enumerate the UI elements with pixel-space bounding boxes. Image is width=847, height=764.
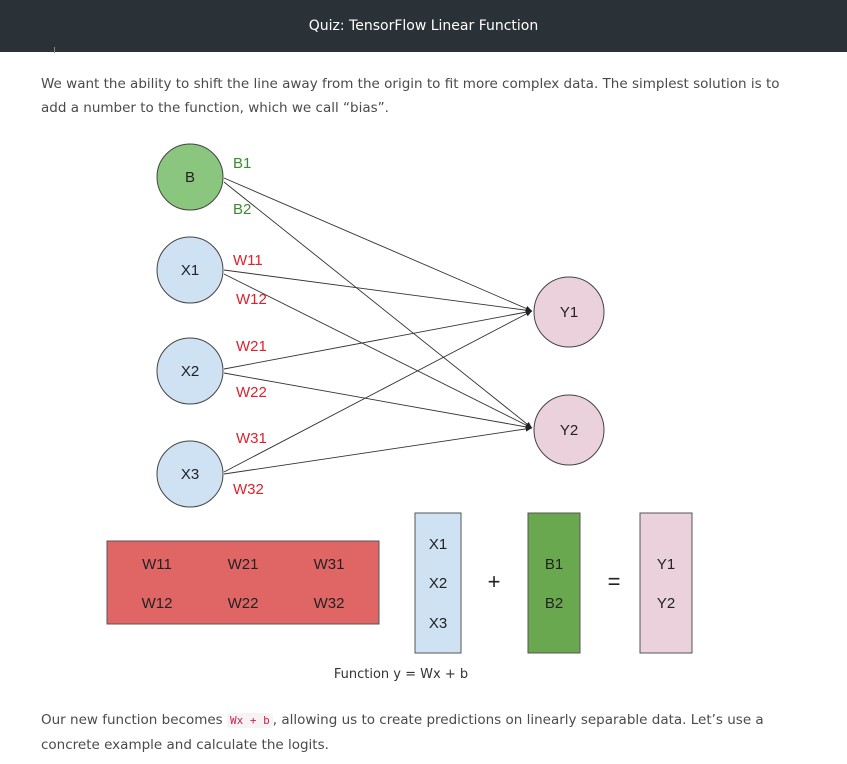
weight-label-w11: W11 xyxy=(233,252,263,269)
edge-x2-y2 xyxy=(223,372,533,430)
matrix-cell-w12: W12 xyxy=(142,595,173,612)
input-node-x3-label: X3 xyxy=(181,466,199,483)
top-bar: Quiz: TensorFlow Linear Function xyxy=(0,0,847,52)
edge-b-y1 xyxy=(223,177,533,312)
x-vector xyxy=(414,512,462,654)
outro-text-before: Our new function becomes xyxy=(41,712,227,728)
weight-label-w32: W32 xyxy=(233,481,264,498)
connections xyxy=(223,177,533,475)
outro-text-after: , allowing us to create predictions on l… xyxy=(41,712,764,753)
weight-label-w12: W12 xyxy=(236,291,267,308)
divider-tick xyxy=(54,47,55,53)
page-title: Quiz: TensorFlow Linear Function xyxy=(308,18,539,34)
bias-label-b1: B1 xyxy=(233,155,251,172)
b-vector-b2: B2 xyxy=(545,595,563,612)
outro-paragraph: Our new function becomes Wx + b, allowin… xyxy=(41,708,781,757)
y-vector-y1: Y1 xyxy=(657,556,675,573)
weight-label-w22: W22 xyxy=(236,384,267,401)
y-vector-y2: Y2 xyxy=(657,595,675,612)
input-node-x2-label: X2 xyxy=(181,363,199,380)
matrix-cell-w32: W32 xyxy=(314,595,345,612)
input-node-x1-label: X1 xyxy=(181,262,199,279)
output-node-y2-label: Y2 xyxy=(560,422,578,439)
weight-label-w21: W21 xyxy=(236,338,267,355)
input-node-x2 xyxy=(156,337,224,405)
x-vector-x1: X1 xyxy=(429,536,447,553)
edge-x3-y1 xyxy=(223,310,533,473)
x-vector-x3: X3 xyxy=(429,615,447,632)
edge-x3-y2 xyxy=(223,426,533,475)
edge-x2-y1 xyxy=(223,309,533,370)
x-vector-x2: X2 xyxy=(429,575,447,592)
edge-x1-y1 xyxy=(223,269,533,313)
output-node-y2 xyxy=(533,394,605,466)
b-vector-b1: B1 xyxy=(545,556,563,573)
edge-x1-y2 xyxy=(223,273,533,429)
matrix-cell-w31: W31 xyxy=(314,556,345,573)
y-vector xyxy=(639,512,693,654)
bias-label-b2: B2 xyxy=(233,201,251,218)
output-node-y1-label: Y1 xyxy=(560,304,578,321)
diagram-caption: Function y = Wx + b xyxy=(334,667,468,682)
bias-node-label: B xyxy=(185,169,195,186)
matrix-cell-w11: W11 xyxy=(142,556,172,573)
weight-matrix xyxy=(106,540,380,625)
plus-operator: + xyxy=(488,569,501,594)
matrix-cell-w21: W21 xyxy=(228,556,259,573)
inline-code: Wx + b xyxy=(227,713,273,728)
input-node-x1 xyxy=(156,236,224,304)
weight-label-w31: W31 xyxy=(236,430,267,447)
bias-node xyxy=(156,143,224,211)
intro-paragraph: We want the ability to shift the line aw… xyxy=(41,76,780,116)
matrix-cell-w22: W22 xyxy=(228,595,259,612)
b-vector xyxy=(527,512,581,654)
edge-b-y2 xyxy=(223,181,533,429)
output-node-y1 xyxy=(533,276,605,348)
equals-operator: = xyxy=(608,569,621,594)
input-node-x3 xyxy=(156,440,224,508)
